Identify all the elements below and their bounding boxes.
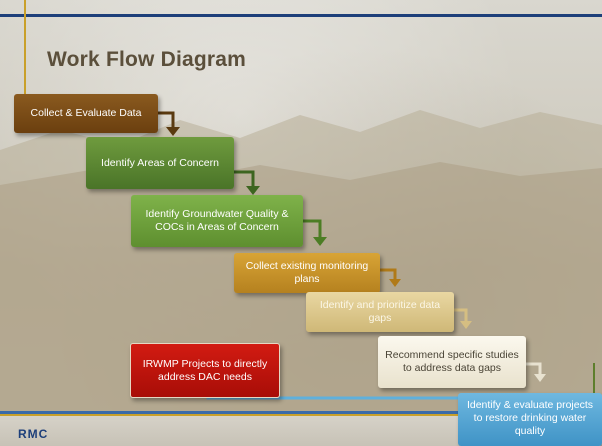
arrow-6-head [534,374,546,382]
arrow-3-head [313,237,327,246]
top-rule-accent [24,0,26,96]
step-identify-groundwater-quality: Identify Groundwater Quality & COCs in A… [131,195,303,247]
step-recommend-studies: Recommend specific studies to address da… [378,336,526,388]
slide-title: Work Flow Diagram [47,48,247,71]
step-collect-monitoring-plans: Collect existing monitoring plans [234,253,380,293]
arrow-3 [303,219,322,238]
step-identify-data-gaps: Identify and prioritize data gaps [306,292,454,332]
arrow-5-head [460,321,472,329]
rmc-logo: RMC [18,427,49,441]
arrow-6 [526,362,542,375]
step-identify-areas-of-concern: Identify Areas of Concern [86,137,234,189]
footer-rule-gold [0,414,602,416]
step-irwmp-projects: IRWMP Projects to directly address DAC n… [130,343,280,398]
step-collect-evaluate-data: Collect & Evaluate Data [14,94,158,133]
arrow-2-head [246,186,260,195]
top-rule [0,14,602,17]
arrow-5 [454,308,468,322]
step-identify-evaluate-projects: Identify & evaluate projects to restore … [458,393,602,446]
arrow-2 [234,170,255,187]
arrow-4-head [389,279,401,287]
arrow-4 [380,268,397,280]
right-accent-rule [593,363,595,393]
footer-rule-blue [0,411,602,414]
arrow-1 [158,111,175,128]
arrow-1-head [166,127,180,136]
